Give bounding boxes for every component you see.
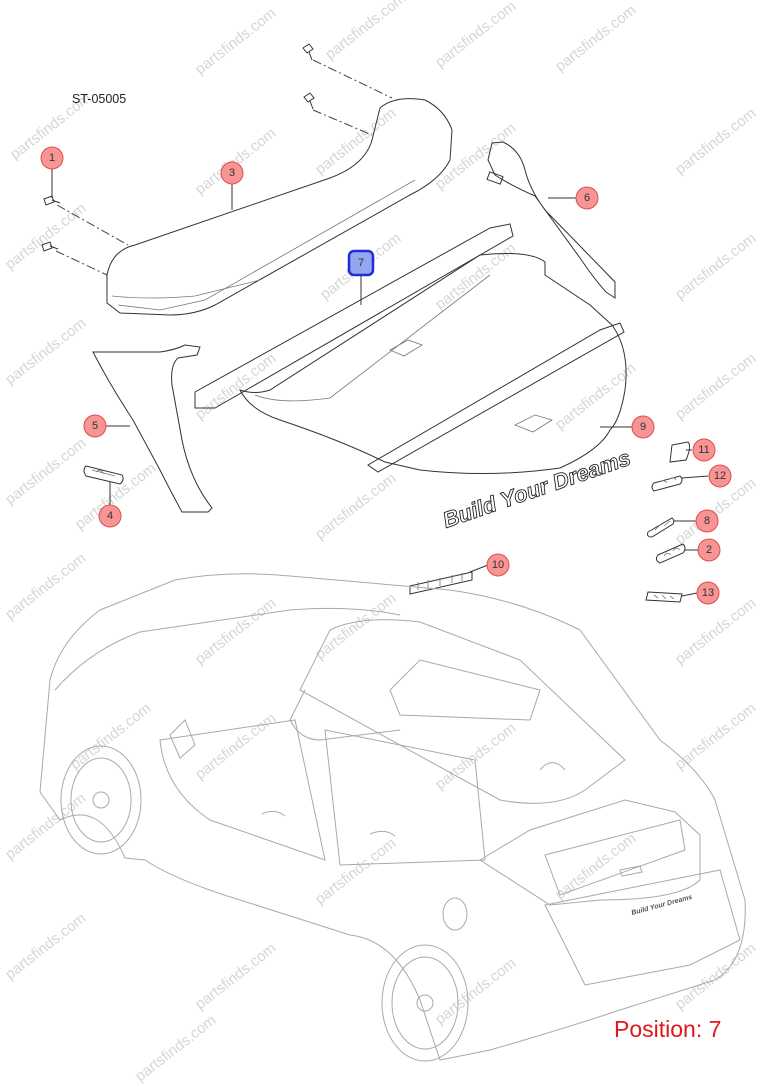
watermark: partsfinds.com (2, 200, 89, 273)
watermark: partsfinds.com (432, 240, 519, 313)
callout-marker[interactable] (695, 509, 719, 533)
callout-marker[interactable] (347, 249, 375, 277)
callout-marker[interactable] (40, 146, 64, 170)
watermark: partsfinds.com (672, 595, 759, 668)
callout-label: 10 (492, 559, 504, 571)
callout-label: 6 (584, 192, 590, 204)
watermark: partsfinds.com (312, 470, 399, 543)
watermark: partsfinds.com (432, 720, 519, 793)
diagram-code: ST-05005 (72, 92, 127, 106)
cargo-cover (194, 223, 627, 475)
callout-label: 11 (698, 444, 709, 456)
watermark: partsfinds.com (2, 315, 89, 388)
badge-part-8 (647, 517, 675, 538)
right-pillar-trim (486, 141, 616, 299)
left-pillar-trim (92, 344, 213, 513)
watermark: partsfinds.com (192, 125, 279, 198)
callout-8[interactable]: 8 (695, 509, 719, 533)
badge-part-4 (83, 465, 124, 485)
callout-label: 9 (640, 421, 646, 433)
watermark: partsfinds.com (192, 710, 279, 783)
bolt (41, 241, 59, 252)
watermark: partsfinds.com (192, 595, 279, 668)
watermark: partsfinds.com (132, 1012, 219, 1085)
callout-marker[interactable] (220, 161, 244, 185)
callout-marker[interactable] (697, 538, 721, 562)
callout-1[interactable]: 1 (40, 146, 64, 170)
bolt-group (41, 43, 315, 252)
callout-label: 3 (229, 167, 235, 179)
callout-13[interactable]: 13 (696, 581, 720, 605)
callout-marker[interactable] (631, 415, 655, 439)
watermark: partsfinds.com (672, 230, 759, 303)
badge-part-13 (645, 591, 683, 603)
emblem-chinese-badge (409, 571, 473, 595)
callout-marker[interactable] (696, 581, 720, 605)
watermark: partsfinds.com (432, 0, 519, 71)
watermark: partsfinds.com (672, 350, 759, 423)
watermark: partsfinds.com (2, 435, 89, 508)
callout-label: 8 (704, 515, 710, 527)
badge-part-11 (669, 441, 691, 463)
bolt (43, 195, 61, 206)
bolt (303, 92, 315, 110)
watermark: partsfinds.com (2, 910, 89, 983)
callout-label: 1 (49, 152, 55, 164)
callout-3[interactable]: 3 (220, 161, 244, 185)
position-label: Position: 7 (614, 1016, 722, 1042)
watermark: partsfinds.com (552, 2, 639, 75)
bolt (302, 43, 314, 61)
watermark: partsfinds.com (552, 830, 639, 903)
callout-marker[interactable] (98, 504, 122, 528)
callout-label: 5 (92, 420, 98, 432)
rear-spoiler (106, 98, 453, 316)
watermark: partsfinds.com (672, 105, 759, 178)
callout-label: 7 (358, 257, 364, 269)
badge-part-12 (651, 475, 683, 492)
callout-5[interactable]: 5 (83, 414, 107, 438)
callout-label: 4 (107, 510, 113, 522)
callout-label: 12 (714, 470, 726, 482)
watermark: partsfinds.com (67, 700, 154, 773)
watermark: partsfinds.com (192, 940, 279, 1013)
watermark: partsfinds.com (672, 940, 759, 1013)
callout-9[interactable]: 9 (631, 415, 655, 439)
callout-7[interactable]: 7 (347, 249, 375, 277)
callout-marker[interactable] (83, 414, 107, 438)
badge-part-2 (655, 543, 686, 564)
vehicle-outline (39, 573, 746, 1062)
callout-label: 13 (702, 587, 714, 599)
callout-12[interactable]: 12 (708, 464, 732, 488)
callout-label: 2 (706, 544, 712, 556)
callout-2[interactable]: 2 (697, 538, 721, 562)
watermark: partsfinds.com (2, 550, 89, 623)
watermark: partsfinds.com (322, 0, 409, 63)
callout-marker[interactable] (486, 553, 510, 577)
watermark: partsfinds.com (432, 955, 519, 1028)
emblem-build-your-dreams: Build Your Dreams (439, 445, 633, 533)
watermark: partsfinds.com (192, 5, 279, 78)
callout-10[interactable]: 10 (486, 553, 510, 577)
watermark: partsfinds.com (312, 105, 399, 178)
callout-marker[interactable] (708, 464, 732, 488)
callout-marker[interactable] (575, 186, 599, 210)
spoiler-assembly-lines (55, 59, 393, 276)
callout-4[interactable]: 4 (98, 504, 122, 528)
watermark: partsfinds.com (312, 590, 399, 663)
vehicle-emblem-build-your-dreams: Build Your Dreams (631, 894, 693, 917)
callout-marker[interactable] (692, 438, 716, 462)
leader-lines (51, 168, 709, 597)
watermark: partsfinds.com (312, 835, 399, 908)
watermark: partsfinds.com (672, 700, 759, 773)
callout-11[interactable]: 11 (692, 438, 716, 462)
callout-6[interactable]: 6 (575, 186, 599, 210)
